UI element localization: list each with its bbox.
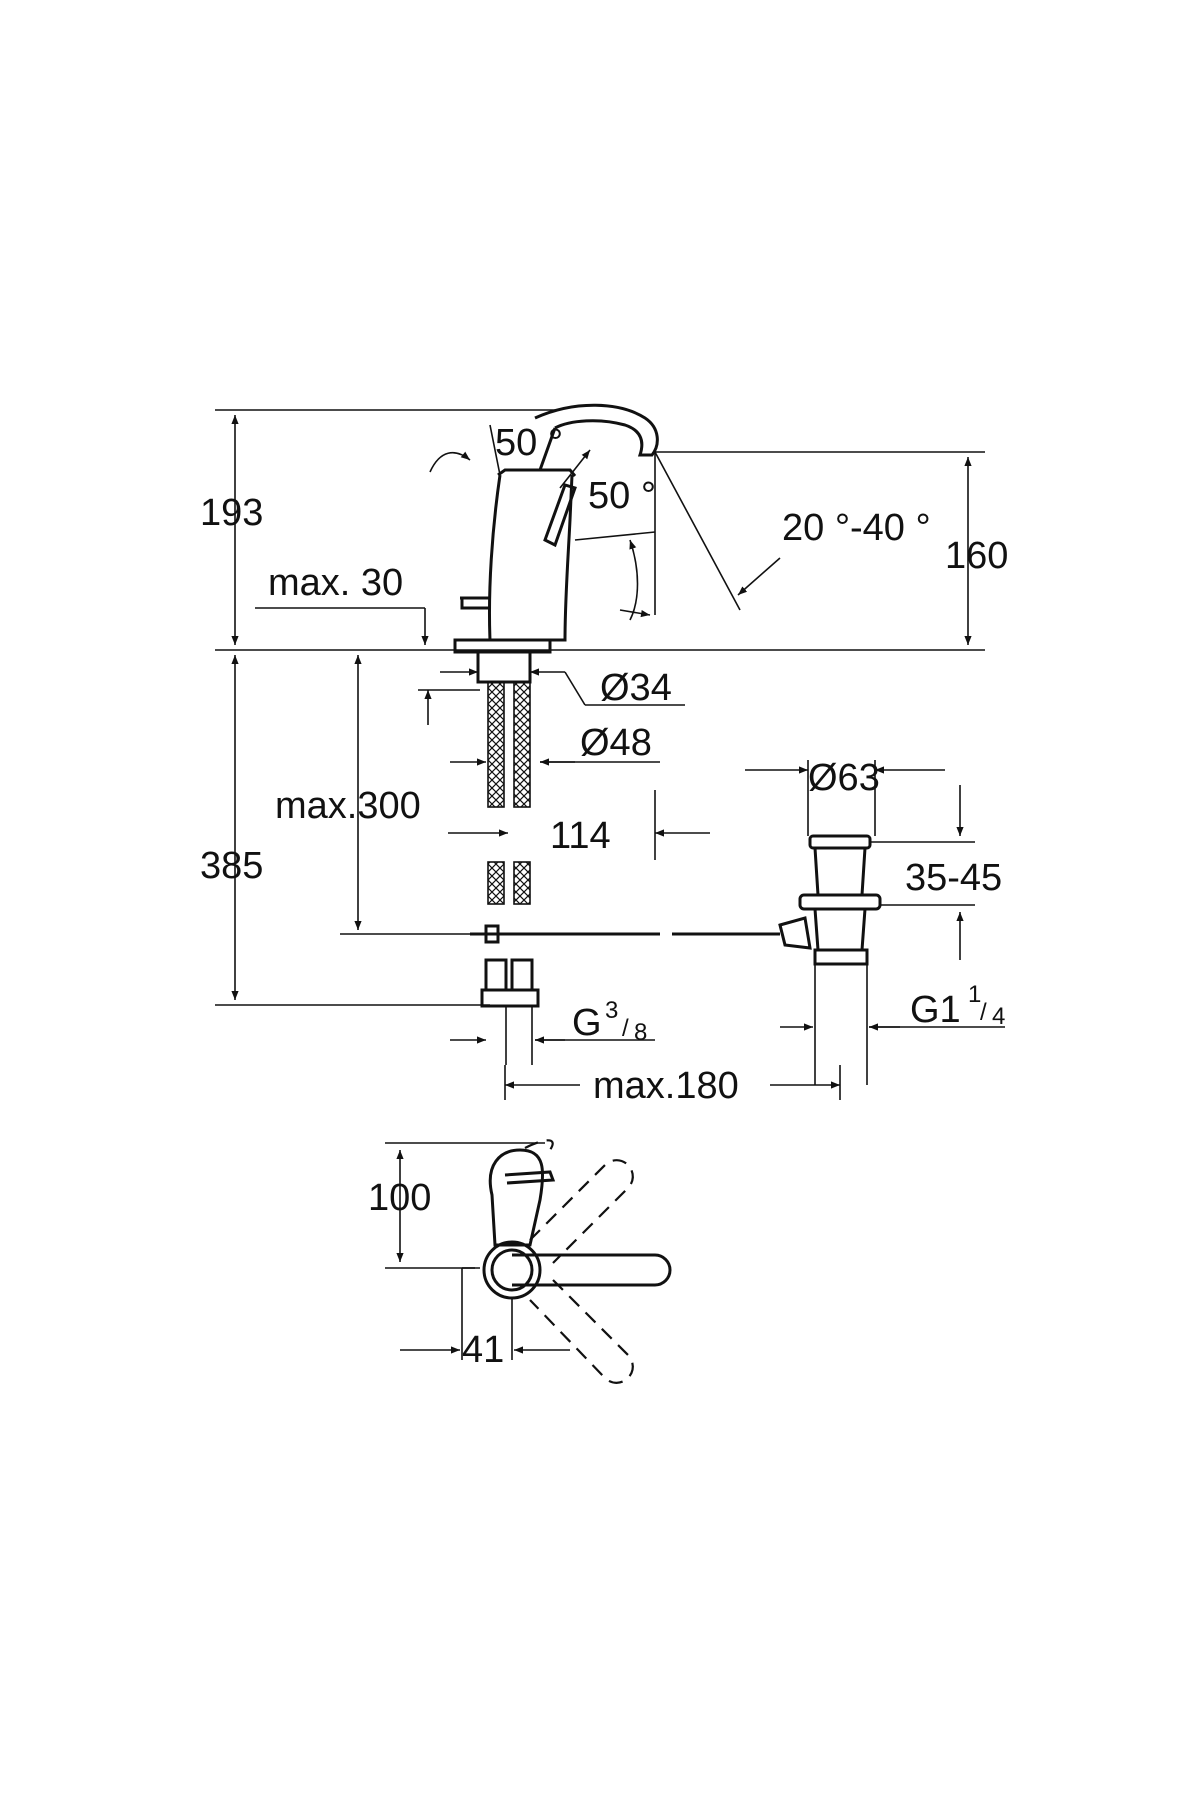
waste-collar xyxy=(813,948,869,966)
lever-handle xyxy=(512,1253,672,1287)
hose-right xyxy=(513,681,531,808)
faucet-side-view xyxy=(215,403,1005,1100)
rod-clamp xyxy=(484,924,500,944)
waste-nut xyxy=(798,893,882,911)
hose-fitting xyxy=(480,988,540,1008)
label-160: 160 xyxy=(945,535,1008,577)
angle-arc-lever-lower xyxy=(629,539,639,621)
lever-base-inner xyxy=(490,1248,534,1292)
label-193: 193 xyxy=(200,492,263,534)
label-max180: max.180 xyxy=(593,1065,739,1107)
lever-dashed-down xyxy=(529,1279,634,1384)
label-d63: Ø63 xyxy=(808,757,880,799)
label-g38-base: G xyxy=(572,1002,602,1044)
label-g114-den: 4 xyxy=(992,1003,1005,1030)
body-top-edge xyxy=(497,468,577,477)
waste-body xyxy=(813,908,867,952)
label-114: 114 xyxy=(550,815,611,857)
popup-rod xyxy=(460,596,490,610)
angle-arc-50-top xyxy=(429,451,471,473)
waste-cap xyxy=(808,834,872,850)
label-angle-50-top: 50 ° xyxy=(495,422,563,464)
label-max300: max.300 xyxy=(275,785,421,827)
spout-angle-leader xyxy=(737,557,781,596)
base-mount xyxy=(476,650,532,684)
d34-leader xyxy=(564,671,586,706)
angle-ref-50-top xyxy=(489,424,501,476)
waste-lever-arm xyxy=(778,916,812,950)
label-100: 100 xyxy=(368,1177,431,1219)
label-385: 385 xyxy=(200,845,263,887)
label-g114-base: G1 xyxy=(910,989,961,1031)
spout-dashed xyxy=(524,1139,554,1151)
label-41: 41 xyxy=(462,1329,504,1371)
angle-arc-50-lever xyxy=(559,449,591,489)
waste-body-top xyxy=(813,847,867,897)
hose-connector-left xyxy=(484,958,508,992)
faucet-lever xyxy=(543,483,577,548)
label-d48: Ø48 xyxy=(580,722,652,764)
spout-top-outline xyxy=(488,1148,545,1247)
label-g38-den: 8 xyxy=(634,1019,647,1046)
label-max30: max. 30 xyxy=(268,562,403,604)
hose-left xyxy=(487,681,505,808)
spout-angle-small-arrow xyxy=(619,609,651,618)
lever-extended-line xyxy=(574,531,656,541)
label-g38-slash: / xyxy=(622,1015,629,1042)
spout-top-lever xyxy=(504,1170,556,1185)
spout-angle-line xyxy=(654,451,741,611)
label-35-45: 35-45 xyxy=(905,857,1002,899)
dimension-labels: 193 50 ° 50 ° 20 °-40 ° 160 max. 30 Ø34 … xyxy=(200,422,1008,1371)
pop-up-waste xyxy=(778,834,882,1085)
spout-neck xyxy=(538,427,557,471)
hose-left-lower xyxy=(487,861,505,905)
label-g38-num: 3 xyxy=(605,997,618,1024)
label-g114-num: 1 xyxy=(968,981,981,1008)
label-spout-angle: 20 °-40 ° xyxy=(782,507,931,549)
lever-dashed-up xyxy=(529,1159,634,1264)
faucet-spout xyxy=(534,403,659,457)
label-angle-50-lever: 50 ° xyxy=(588,475,656,517)
label-d34: Ø34 xyxy=(600,667,672,709)
hose-connector-right xyxy=(510,958,534,992)
lever-top-view xyxy=(385,1139,672,1384)
hose-right-lower xyxy=(513,861,531,905)
label-g114-slash: / xyxy=(980,999,987,1026)
